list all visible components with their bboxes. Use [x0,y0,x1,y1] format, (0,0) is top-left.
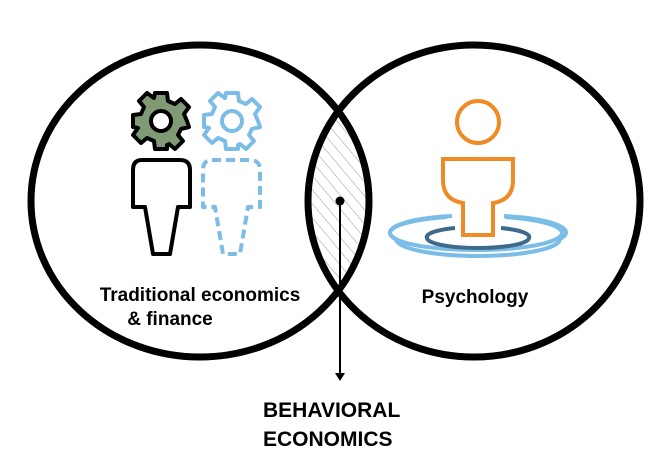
right-circle-label: Psychology [422,287,529,308]
right-circle [304,41,644,361]
gear-icon [131,91,191,151]
person-icon [131,158,192,256]
left-circle [27,41,373,361]
left-circle-label-2: & finance [127,309,213,330]
person-target-icon [387,99,569,258]
intersection-label-2: ECONOMICS [263,428,393,451]
left-circle-label-1: Traditional economics [100,285,301,306]
person-dashed-icon [201,158,262,256]
gear-outline-icon [202,91,262,151]
arrow-head-icon [335,373,345,381]
intersection-label-1: BEHAVIORAL [263,399,400,422]
